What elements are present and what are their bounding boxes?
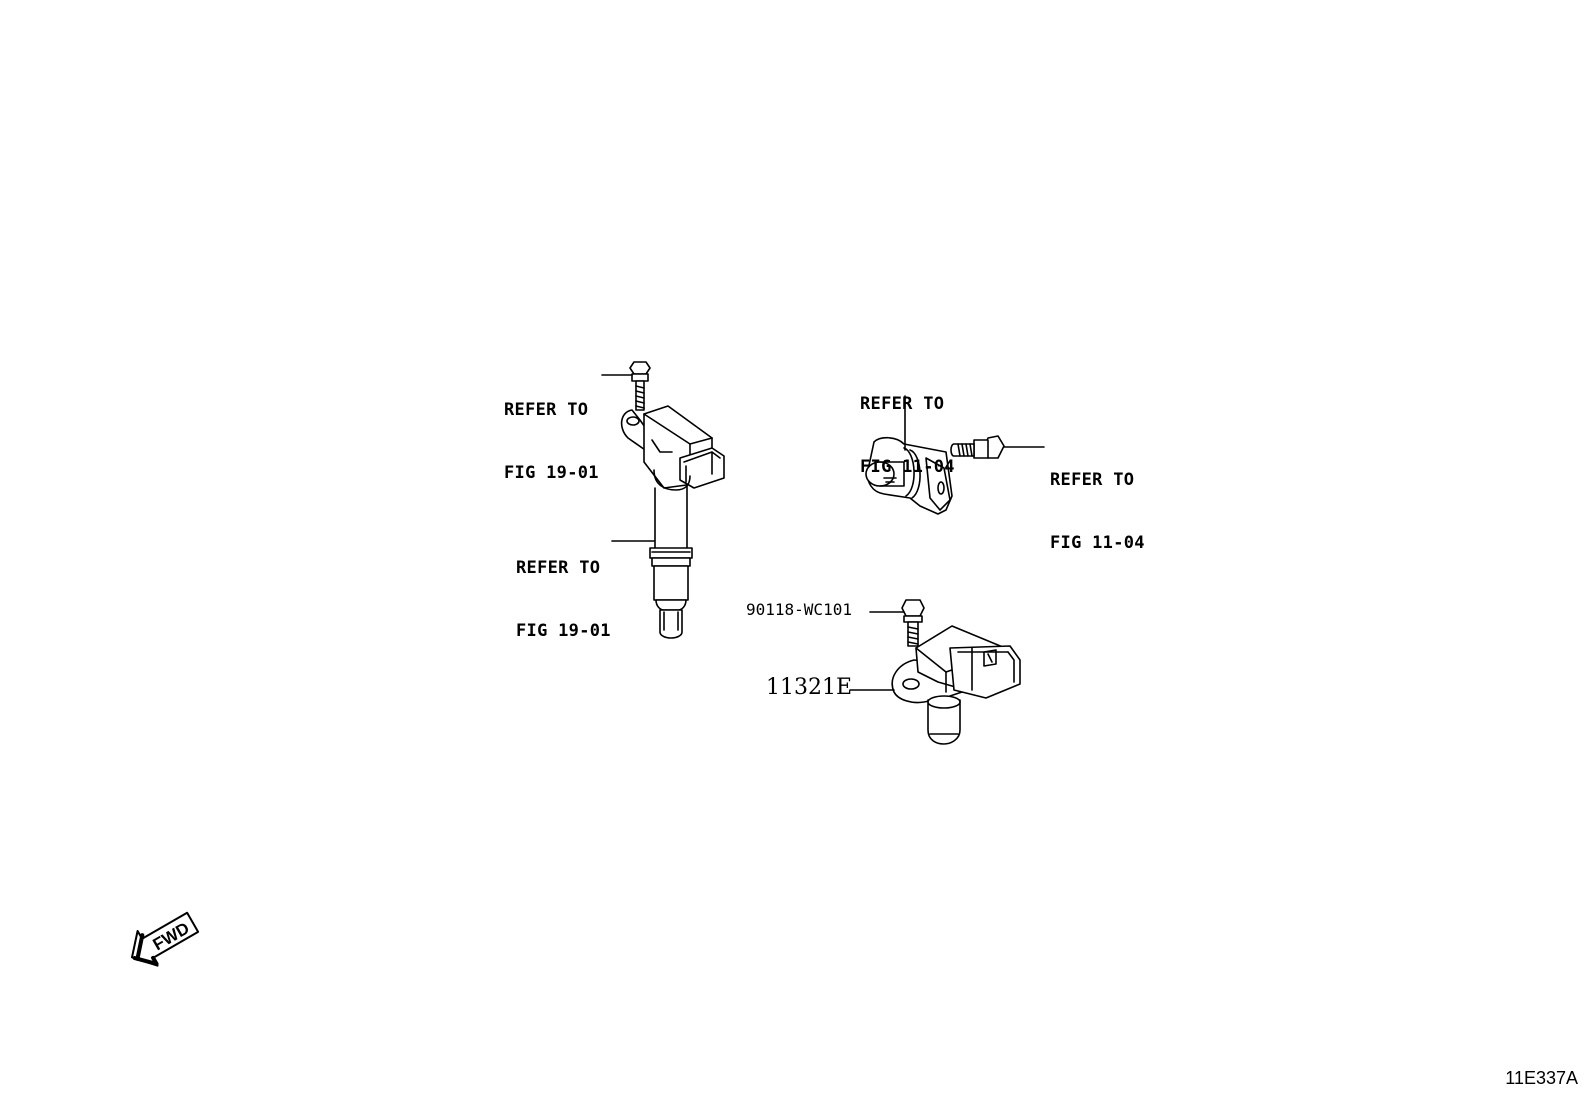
- fwd-arrow-icon: FWD: [131, 911, 200, 967]
- ignition-coil[interactable]: [620, 405, 725, 639]
- callout-coil-line1: REFER TO: [516, 558, 601, 578]
- cam-position-sensor-11321e[interactable]: [891, 625, 1021, 745]
- callout-coil-bolt-line2: FIG 19-01: [504, 463, 599, 483]
- callout-cam-sensor-line1: REFER TO: [860, 394, 945, 414]
- callout-cam-bolt: REFER TO FIG 11-04: [1050, 428, 1145, 575]
- sensor-part-number[interactable]: 11321E: [766, 675, 853, 700]
- cam-sensor-bolt[interactable]: [950, 435, 1005, 459]
- callout-coil: REFER TO FIG 19-01: [516, 516, 611, 663]
- bolt-part-number[interactable]: 90118-WC101: [746, 600, 852, 619]
- callout-coil-bolt-line1: REFER TO: [504, 400, 589, 420]
- callout-cam-bolt-line1: REFER TO: [1050, 470, 1135, 490]
- cam-sensor-reference[interactable]: [865, 436, 953, 515]
- callout-coil-line2: FIG 19-01: [516, 621, 611, 641]
- bolt-90118-wc101[interactable]: [901, 599, 925, 647]
- callout-cam-sensor: REFER TO FIG 11-04: [860, 352, 955, 499]
- figure-id: 11E337A: [1505, 1068, 1578, 1088]
- callout-cam-sensor-line2: FIG 11-04: [860, 457, 955, 477]
- callout-cam-bolt-line2: FIG 11-04: [1050, 533, 1145, 553]
- coil-bolt[interactable]: [629, 361, 651, 411]
- callout-coil-bolt: REFER TO FIG 19-01: [504, 358, 599, 505]
